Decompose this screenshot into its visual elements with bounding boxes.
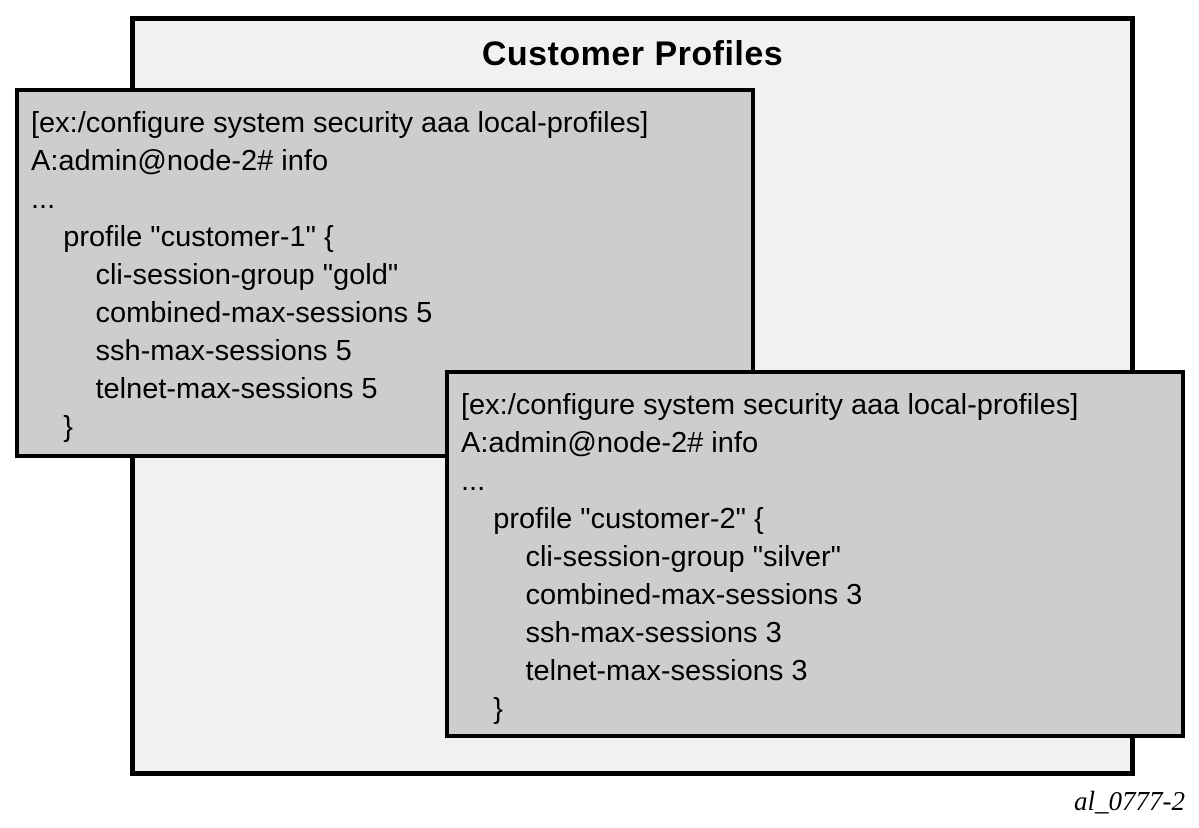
figure-id-label: al_0777-2 bbox=[1074, 786, 1185, 816]
terminal-output-customer-2: [ex:/configure system security aaa local… bbox=[445, 370, 1185, 738]
figure-title: Customer Profiles bbox=[481, 35, 784, 73]
